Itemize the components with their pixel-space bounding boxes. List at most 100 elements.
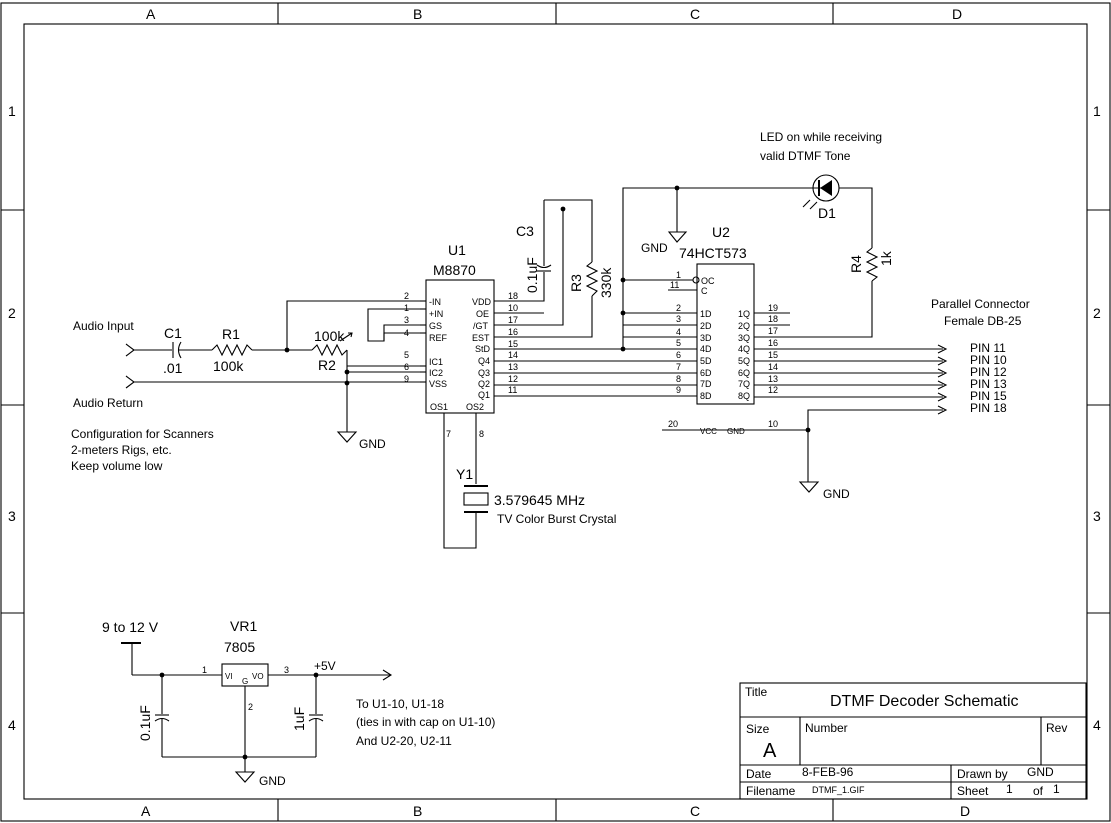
connector-pin-label: PIN 13 — [970, 377, 1007, 391]
u2-pin-name: 3D — [700, 333, 712, 343]
u1-pin-name: IC2 — [429, 368, 443, 378]
r3-value: 330k — [598, 267, 614, 298]
led-indicator: GND D1 LED on while receiving valid DTMF… — [641, 130, 894, 338]
r3-ref: R3 — [568, 274, 584, 292]
connector-pin-label: PIN 15 — [970, 389, 1007, 403]
u1-pin-num: 18 — [508, 291, 518, 301]
u1-pin-name: VSS — [429, 379, 447, 389]
u1-ref: U1 — [448, 242, 466, 258]
col-label-c-top: C — [690, 6, 700, 22]
u2-part: 74HCT573 — [679, 245, 747, 261]
vr1-vi: VI — [225, 672, 233, 681]
u1-pin-name: REF — [429, 333, 448, 343]
u2-pin-num: 13 — [768, 374, 778, 384]
c-out-value: 1uF — [291, 707, 307, 731]
config-note-line-1: Configuration for Scanners — [71, 427, 214, 441]
vr1-g: G — [242, 677, 248, 686]
u2-pin-name: 2D — [700, 321, 712, 331]
row-label-3-left: 3 — [8, 508, 16, 524]
gnd-label: GND — [259, 774, 286, 788]
u2-pin-name: 6D — [700, 368, 712, 378]
u2-pin-num: 16 — [768, 338, 778, 348]
u2-pin-num: 11 — [670, 280, 679, 290]
col-label-d-top: D — [952, 6, 962, 22]
connector-pin-label: PIN 18 — [970, 401, 1007, 415]
u1-body — [425, 279, 495, 414]
u1-pin-num: 1 — [404, 303, 409, 313]
vr1-ref: VR1 — [230, 618, 257, 634]
size-value: A — [763, 740, 777, 762]
r2-resistor — [311, 343, 348, 357]
u1-pin-name: IC1 — [429, 357, 443, 367]
ground-symbol-icon — [336, 431, 358, 443]
r4-value: 1k — [878, 250, 894, 266]
gnd-label: GND — [823, 487, 850, 501]
u1-pin-name: Q4 — [478, 356, 490, 366]
power-out-label: +5V — [314, 659, 336, 673]
u2-pin-num: 4 — [676, 327, 681, 337]
row-label-4-right: 4 — [1093, 717, 1101, 733]
u1-pin-name: StD — [475, 344, 491, 354]
rev-label: Rev — [1046, 721, 1067, 735]
vr1-pin-out: 3 — [284, 665, 289, 675]
supply-voltage-label: 9 to 12 V — [102, 619, 159, 635]
y1-crystal-body — [463, 492, 489, 506]
vr1-pin-in: 1 — [202, 665, 207, 675]
col-label-d-bottom: D — [960, 803, 970, 819]
u1-chip: U1 M8870 2 1 3 4 5 6 9 -IN +IN GS REF IC… — [404, 242, 518, 439]
u2-pin-num: 8 — [676, 374, 681, 384]
col-label-a-bottom: A — [141, 803, 151, 819]
config-note-line-3: Keep volume low — [71, 459, 163, 473]
r1-ref: R1 — [222, 326, 240, 342]
u2-pin-num: 6 — [676, 350, 681, 360]
audio-return-arrow-icon — [125, 375, 135, 389]
drawn-by-label: Drawn by — [957, 767, 1008, 781]
audio-input-label: Audio Input — [73, 319, 134, 333]
vr1-part: 7805 — [224, 639, 255, 655]
u1-pin-num: 11 — [508, 385, 517, 395]
u2-pin-name: 8Q — [738, 391, 750, 401]
u2-pin-name: OC — [701, 276, 715, 286]
ground-symbol-icon — [234, 771, 256, 783]
row-label-3-right: 3 — [1093, 508, 1101, 524]
connector-pin-label: PIN 12 — [970, 365, 1007, 379]
u1-pin-num: 3 — [404, 315, 409, 325]
u1-pin-num: 12 — [508, 374, 518, 384]
u2-gnd-num: 10 — [768, 419, 778, 429]
y1-freq: 3.579645 MHz — [494, 492, 585, 508]
r1-resistor — [211, 343, 253, 357]
connector-pin-label: PIN 11 — [970, 341, 1006, 355]
size-label: Size — [746, 722, 770, 736]
u2-pin-num: 19 — [768, 303, 778, 313]
d1-note-line-2: valid DTMF Tone — [760, 149, 851, 163]
u1-pin-name: -IN — [429, 297, 441, 307]
u2-pin-num: 18 — [768, 314, 778, 324]
power-supply: 9 to 12 V VR1 7805 VI G VO 1 3 2 +5V 0.1… — [102, 618, 495, 788]
c3-value: 0.1uF — [524, 257, 540, 293]
d1-led-triangle — [820, 180, 832, 196]
connector-pin-label: PIN 10 — [970, 353, 1007, 367]
u1-pin-num: 13 — [508, 362, 518, 372]
d1-note-line-1: LED on while receiving — [760, 130, 882, 144]
junction-dot — [242, 754, 248, 760]
u1-pin-num: 2 — [404, 291, 409, 301]
u2-pin-num: 5 — [676, 338, 681, 348]
sheet-value: 1 — [1006, 782, 1013, 796]
u2-pin-num: 12 — [768, 385, 778, 395]
vr1-vo: VO — [252, 672, 264, 681]
d1-ref: D1 — [818, 205, 836, 221]
u1-pin-name: OS2 — [466, 402, 484, 412]
u2-pin-name: 5Q — [738, 356, 750, 366]
config-note-line-2: 2-meters Rigs, etc. — [71, 443, 172, 457]
filename-value: DTMF_1.GIF — [812, 785, 865, 795]
u1-pin-name: Q3 — [478, 368, 490, 378]
of-value: 1 — [1053, 782, 1060, 796]
u1-pin-num: 8 — [479, 429, 484, 439]
power-out-arrow-icon — [382, 669, 393, 681]
u1-part: M8870 — [433, 262, 476, 278]
row-label-4-left: 4 — [8, 717, 16, 733]
connector-arrow-icon — [937, 380, 948, 390]
u1-pin-num: 14 — [508, 350, 518, 360]
ground-symbol-icon — [798, 481, 820, 493]
